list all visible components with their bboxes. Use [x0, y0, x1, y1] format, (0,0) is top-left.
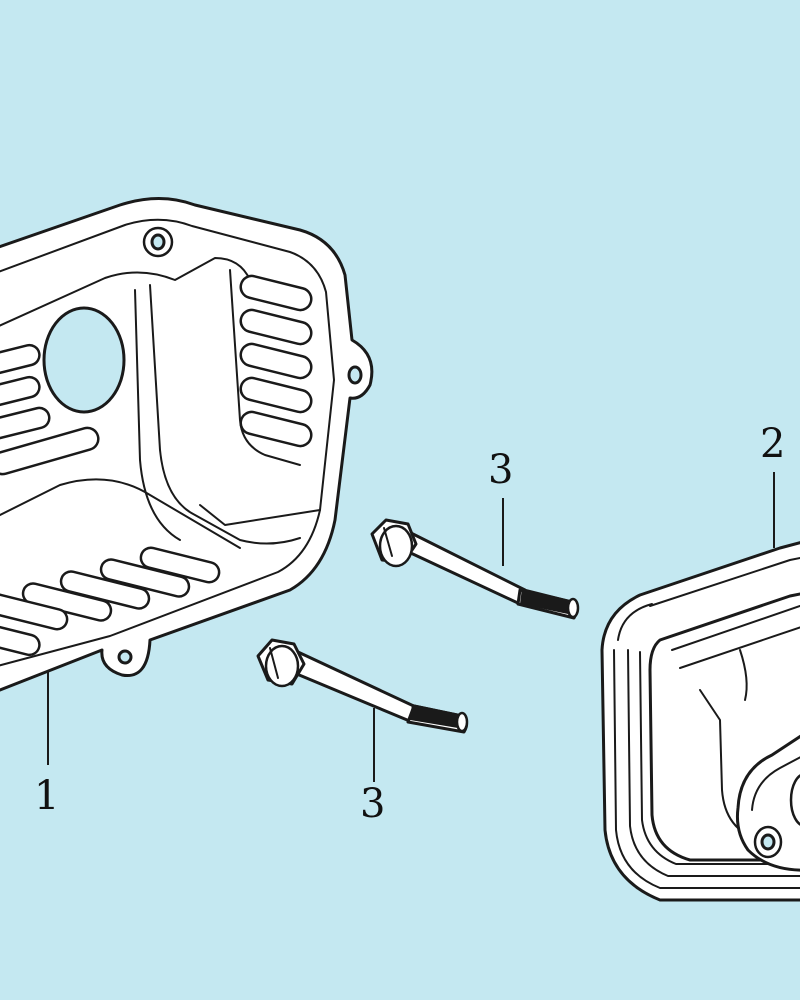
callout-muffler: 2 [760, 421, 786, 467]
heat-shield-part [0, 197, 374, 765]
bolt-upper-part [370, 498, 580, 620]
callout-bolt-upper: 3 [488, 447, 514, 493]
callout-heat-shield: 1 [34, 773, 60, 819]
bolt-lower-part [256, 638, 469, 782]
muffler-part [600, 472, 800, 902]
callout-bolt-lower: 3 [360, 781, 386, 827]
